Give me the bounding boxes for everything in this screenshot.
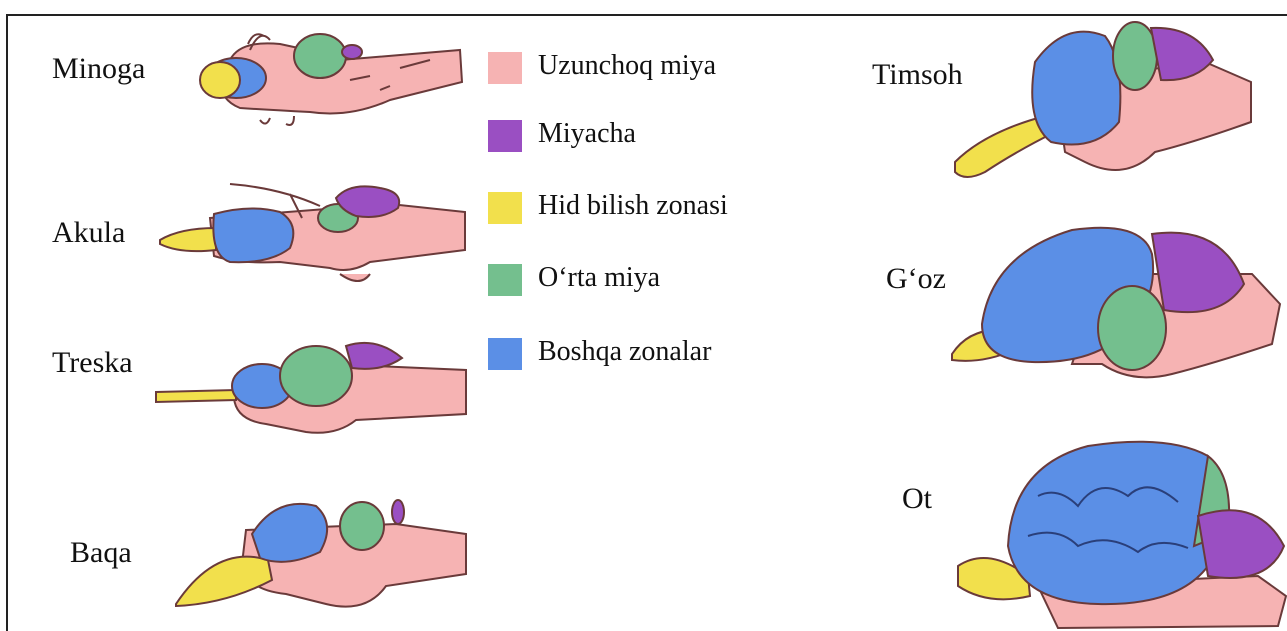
legend-swatch-medulla (488, 52, 522, 84)
brain-minoga (190, 20, 470, 130)
brain-treska (156, 336, 471, 440)
label-baqa: Baqa (70, 536, 132, 570)
label-goz: G‘oz (886, 262, 946, 296)
legend-label-cerebellum: Miyacha (538, 118, 636, 150)
legend-swatch-midbrain (488, 264, 522, 296)
legend-swatch-olfactory (488, 192, 522, 224)
label-timsoh: Timsoh (872, 58, 963, 92)
brain-timsoh (955, 22, 1255, 187)
legend-label-midbrain: O‘rta miya (538, 262, 660, 294)
brain-ot (958, 436, 1287, 631)
brain-akula (160, 178, 470, 298)
brain-goz (952, 214, 1282, 384)
legend-swatch-cerebellum (488, 120, 522, 152)
label-ot: Ot (902, 482, 932, 516)
legend-label-other: Boshqa zonalar (538, 336, 711, 368)
legend-label-medulla: Uzunchoq miya (538, 50, 716, 82)
legend-swatch-other (488, 338, 522, 370)
label-treska: Treska (52, 346, 133, 380)
legend-label-olfactory: Hid bilish zonasi (538, 190, 728, 222)
label-minoga: Minoga (52, 52, 145, 86)
brain-baqa (176, 494, 471, 624)
label-akula: Akula (52, 216, 125, 250)
